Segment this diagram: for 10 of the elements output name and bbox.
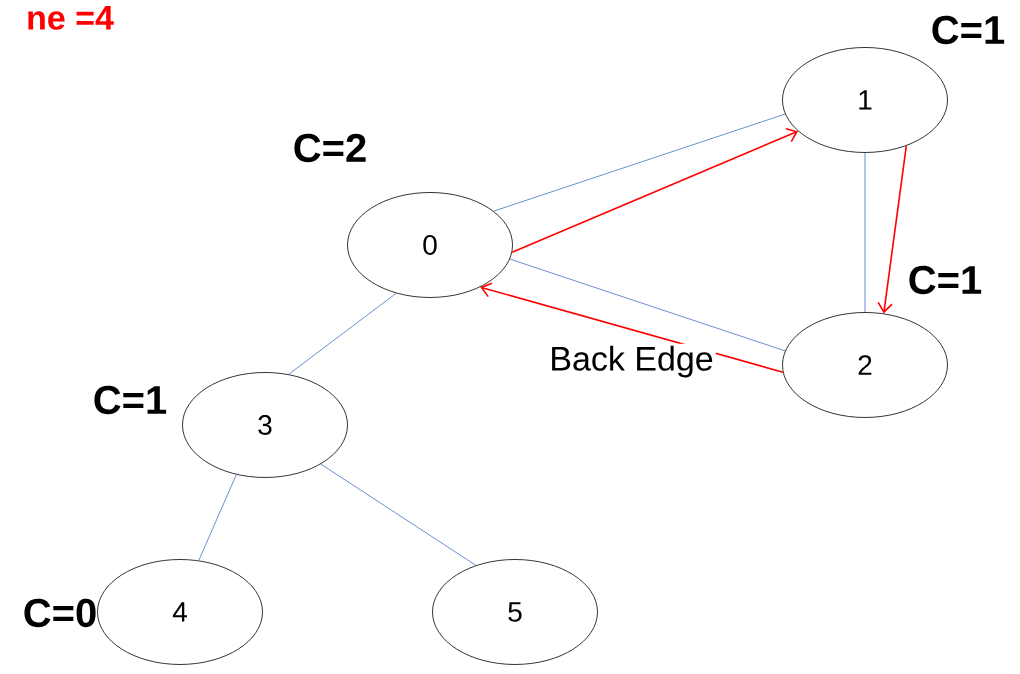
count-label: C=0 <box>24 598 96 628</box>
count-label: C=1 <box>94 385 167 415</box>
arrow <box>480 282 784 373</box>
time-label: ne =4 <box>28 6 114 30</box>
edge-label: Back Edge <box>547 343 716 380</box>
count-label: C=2 <box>294 133 366 163</box>
arrow <box>511 127 799 253</box>
count-label: C=1 <box>909 265 982 295</box>
arrow <box>877 145 908 314</box>
count-label: C=1 <box>932 15 1005 45</box>
